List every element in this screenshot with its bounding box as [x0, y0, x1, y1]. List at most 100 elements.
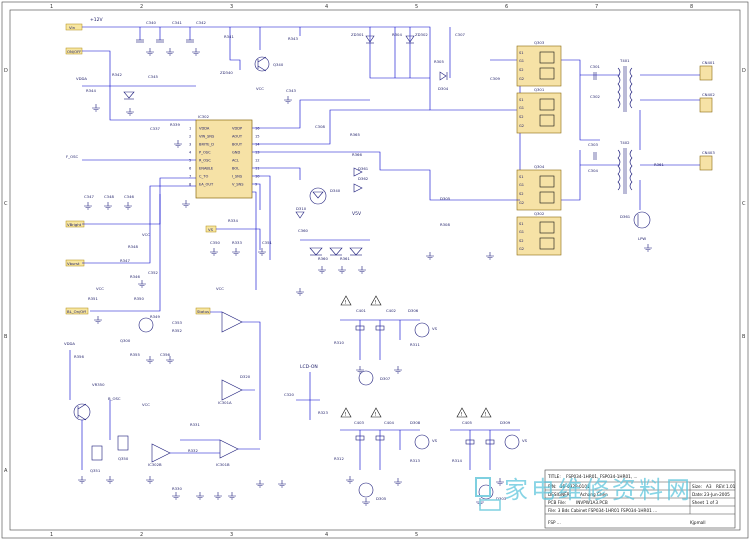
label-c320: C320: [284, 392, 294, 397]
svg-text:Q303: Q303: [534, 40, 545, 45]
svg-text:D309: D309: [500, 420, 511, 425]
label-r332: R332: [188, 448, 198, 453]
label-c352: C352: [148, 270, 158, 275]
svg-text:C301: C301: [590, 64, 600, 69]
svg-text:VS: VS: [522, 438, 528, 443]
svg-text:G1: G1: [519, 106, 524, 110]
zone-col-3: 3: [230, 4, 233, 10]
svg-text:G1: G1: [519, 183, 524, 187]
svg-text:ZD301: ZD301: [351, 32, 364, 37]
ground-icon: [146, 356, 154, 364]
svg-text:D303: D303: [496, 496, 507, 501]
svg-text:D305: D305: [376, 496, 387, 501]
svg-text:!: !: [461, 412, 463, 418]
label-r365: R365: [350, 132, 360, 137]
svg-text:!: !: [375, 300, 377, 306]
svg-text:S1: S1: [519, 98, 524, 102]
port-vbright: VBright: [65, 220, 85, 228]
transistor-q350: Q350: [117, 435, 129, 461]
zone-col-1-bottom: 1: [50, 532, 53, 538]
ground-icon: [94, 316, 102, 324]
label-r339: R339: [170, 122, 180, 127]
label-r366: R366: [352, 152, 362, 157]
label-r304: R304: [392, 32, 402, 37]
label-r330: R330: [172, 486, 182, 491]
ground-icon: [210, 248, 218, 256]
ic302-pin-number: 16: [255, 127, 260, 131]
ground-icon: [256, 480, 264, 488]
tb-watermark-sub: Kjpmall: [690, 520, 706, 525]
ic302-pin-number: 9: [255, 183, 258, 187]
svg-text:Status: Status: [197, 309, 209, 314]
svg-text:C401: C401: [356, 308, 366, 313]
tb-designer: Achang Chen: [580, 492, 608, 497]
port-onoff: ON/OFF: [65, 47, 83, 55]
port-bl-onoff: BL_On/Off: [65, 307, 89, 315]
svg-text:R361: R361: [340, 256, 350, 261]
ground-icon: [358, 266, 366, 274]
zone-col-5: 5: [415, 4, 418, 10]
svg-text:D362: D362: [358, 176, 369, 181]
svg-text:CN401: CN401: [702, 60, 715, 65]
svg-text:G1: G1: [519, 230, 524, 234]
protection-block-1: C401 C402 D306 R310 R311 D307 VS: [334, 308, 438, 386]
zone-row-C-right: C: [742, 201, 746, 207]
svg-text:R313: R313: [410, 458, 420, 463]
label-d320: D320: [240, 374, 251, 379]
label-c309: C309: [490, 76, 500, 81]
label-c351: C351: [262, 240, 272, 245]
svg-text:Vin: Vin: [69, 25, 76, 30]
ground-icon: [296, 288, 304, 296]
svg-text:R310: R310: [334, 340, 344, 345]
svg-text:D306: D306: [408, 308, 419, 313]
zone-col-4-bottom: 4: [325, 532, 328, 538]
svg-text:S1: S1: [519, 51, 524, 55]
zone-col-2: 2: [140, 4, 143, 10]
transistor-q352: [73, 403, 91, 421]
warning-icon-6: !: [480, 407, 492, 418]
tb-size-label: Size:: [692, 484, 702, 489]
ic302-pin-right: ACL: [232, 159, 239, 163]
zone-row-B: B: [4, 334, 8, 340]
ic302-pin-number: 5: [189, 159, 191, 163]
svg-text:ON/OFF: ON/OFF: [67, 49, 81, 54]
connector-cn401: CN401: [699, 60, 715, 81]
svg-text:S2: S2: [519, 192, 524, 196]
zone-row-A: A: [4, 468, 8, 474]
ground-icon: [138, 280, 146, 288]
cap-c342: C342: [186, 20, 206, 43]
tb-footer: File: 3 Bds Cabinet FSP034-1HR01 FSP034-…: [548, 508, 657, 513]
port-vs: VS: [205, 225, 217, 233]
svg-text:BL_On/Off: BL_On/Off: [67, 309, 86, 314]
label-c346: C346: [124, 194, 134, 199]
svg-text:R361: R361: [654, 162, 664, 167]
svg-text:G2: G2: [519, 124, 524, 128]
ic302-pin-right: VDDP: [232, 127, 243, 131]
zone-col-1: 1: [50, 4, 53, 10]
ground-icon: [106, 476, 114, 484]
label-c347: C347: [84, 194, 94, 199]
label-vcc-bl: VCC: [96, 286, 104, 291]
svg-text:C304: C304: [588, 168, 598, 173]
warning-icon-4: !: [370, 407, 382, 418]
label-c343: C343: [286, 88, 296, 93]
ground-icon: [284, 96, 292, 104]
svg-text:C402: C402: [386, 308, 396, 313]
svg-text:C340: C340: [146, 20, 156, 25]
tb-rev-label: REV:: [716, 484, 726, 489]
ground-icon: [426, 252, 434, 260]
ic302-pin-right: GND: [232, 151, 240, 155]
label-12v: +12V: [90, 17, 103, 23]
svg-text:!: !: [345, 412, 347, 418]
svg-text:G2: G2: [519, 247, 524, 251]
label-r356: R356: [74, 354, 84, 359]
ground-icon: [356, 366, 364, 374]
transistor-d361-lpw: D361 R361 LPW: [620, 162, 664, 241]
ic302-pin-left: ENABLE: [199, 167, 214, 171]
cap-c340: C340: [136, 20, 156, 43]
svg-text:R311: R311: [410, 342, 420, 347]
label-c356: C356: [160, 352, 170, 357]
caps-c301-c304: C301 C302 C303 C304: [588, 64, 600, 173]
svg-text:C342: C342: [196, 20, 206, 25]
